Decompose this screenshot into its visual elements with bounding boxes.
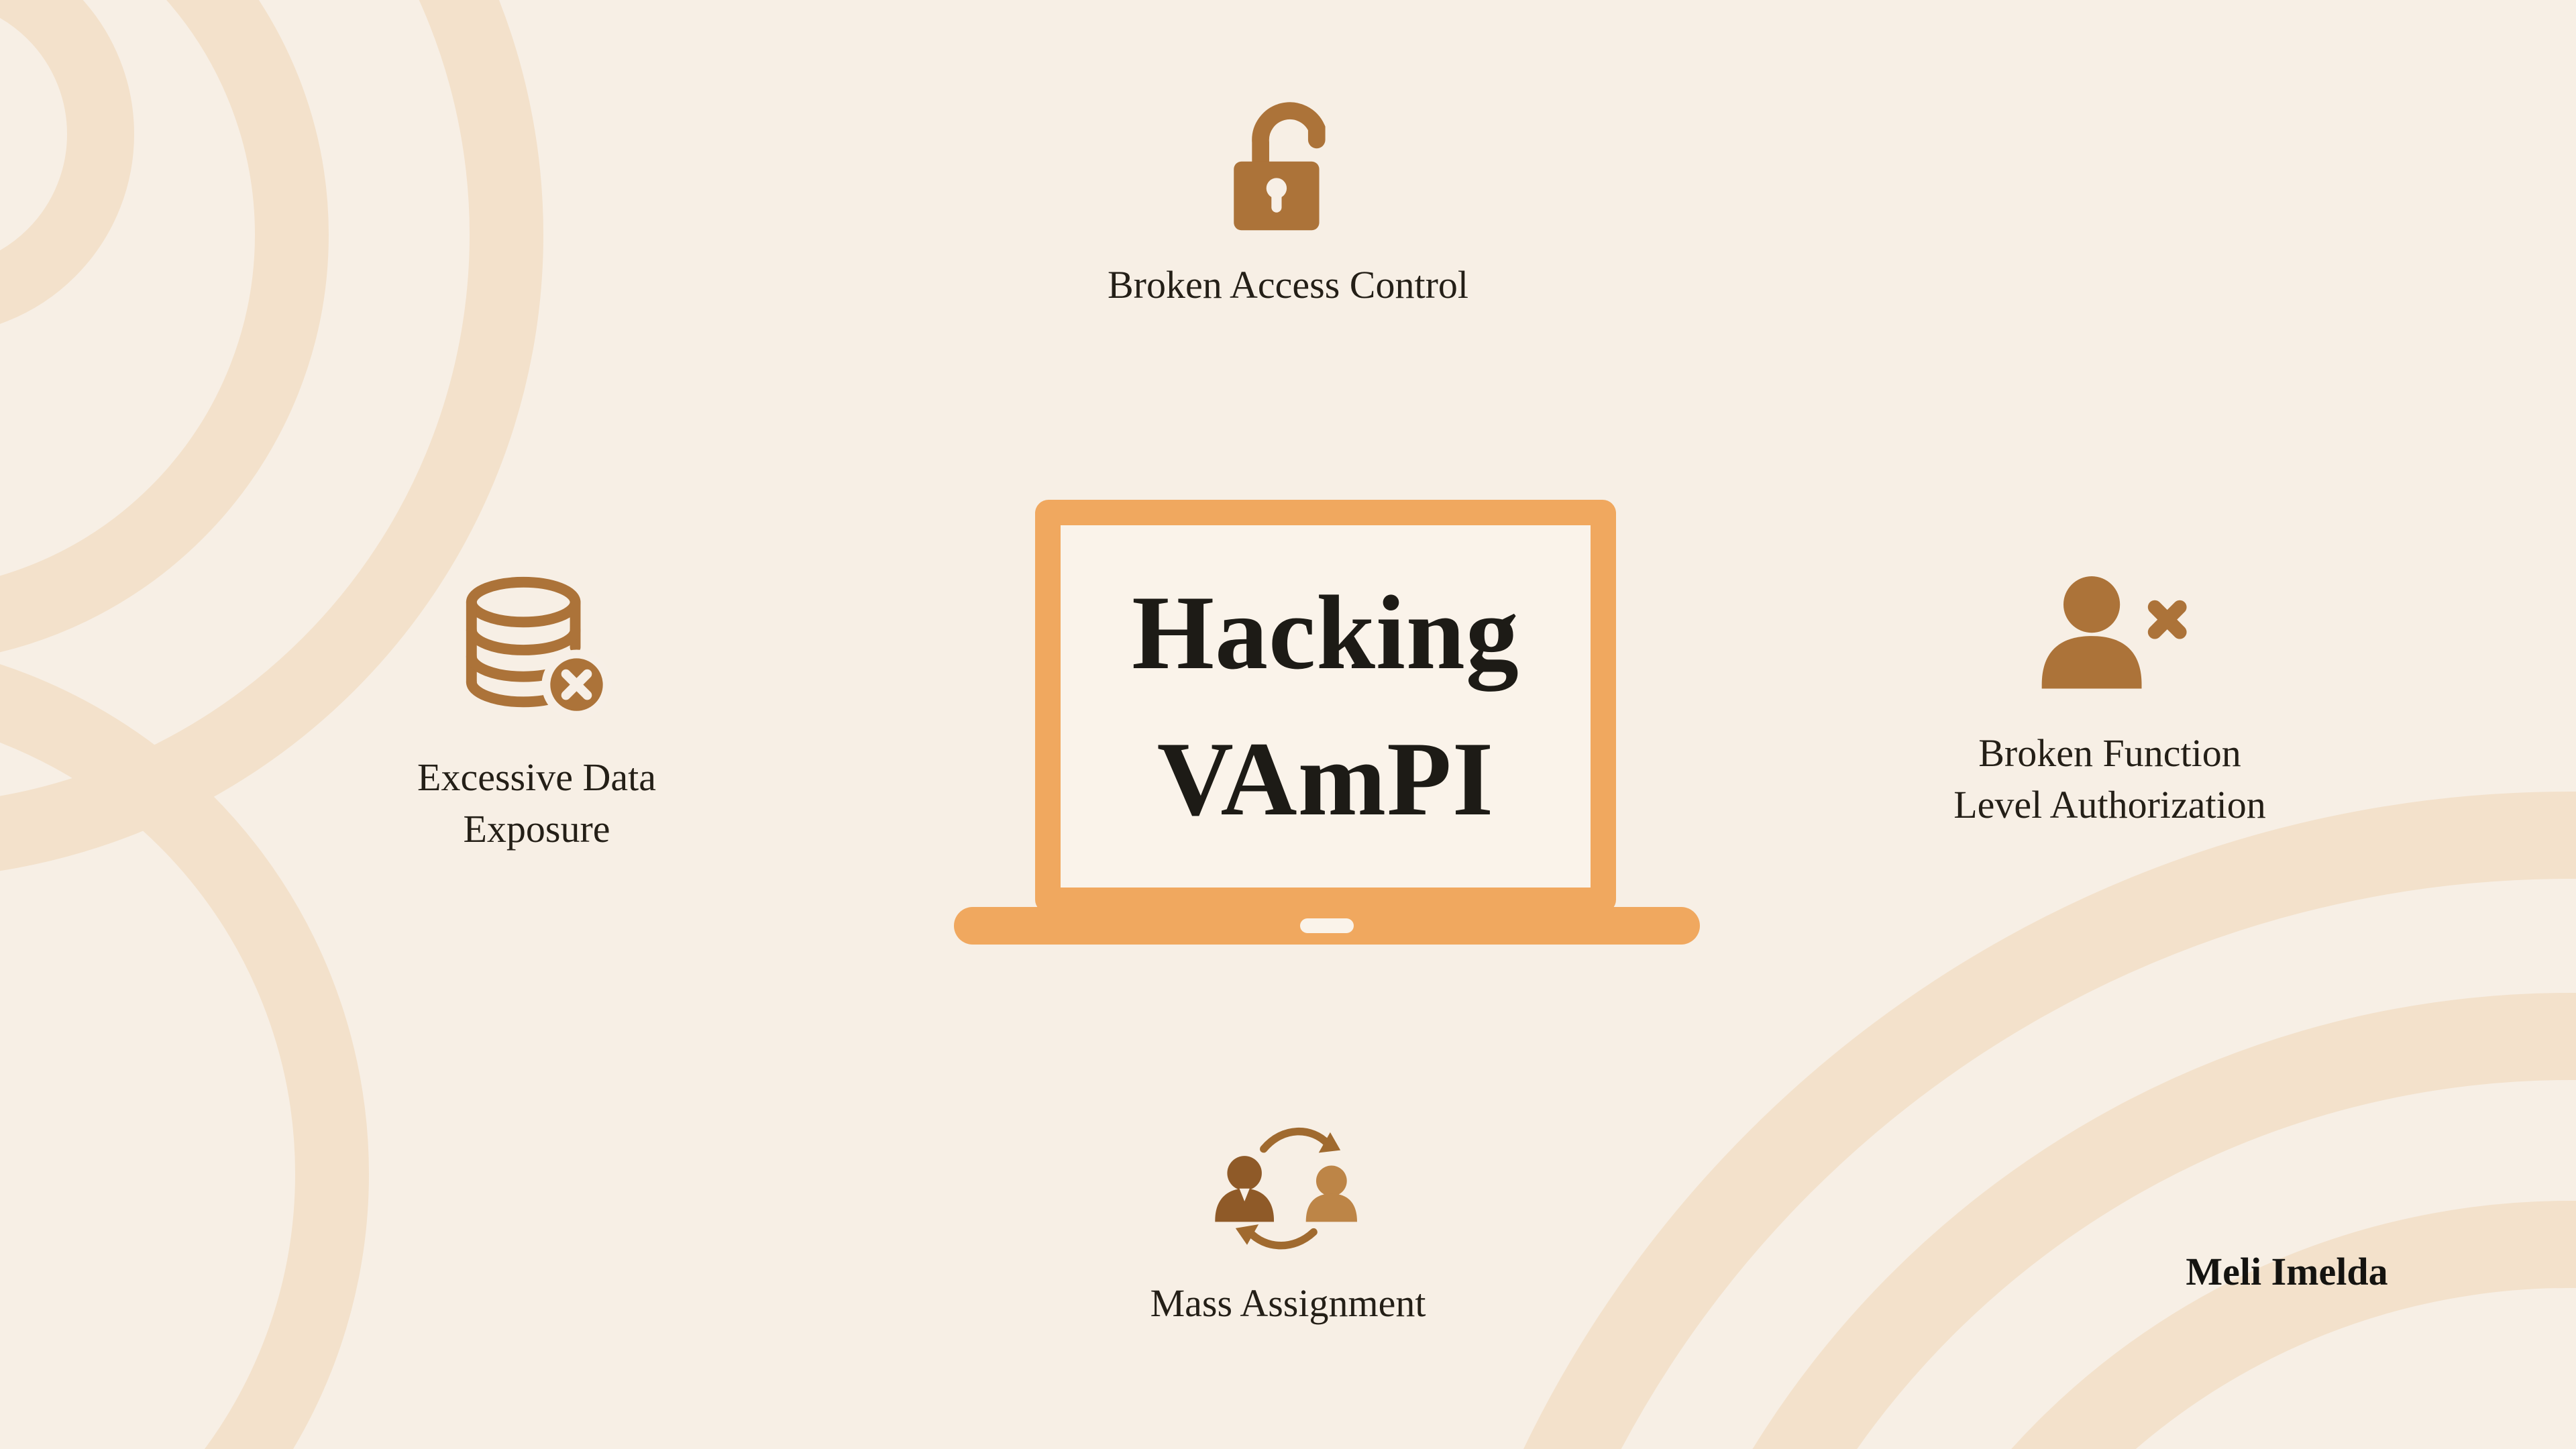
laptop-screen: Hacking VAmPI [1035,500,1616,913]
user-remove-icon [2031,570,2189,713]
item-excessive-data-exposure: Excessive Data Exposure [335,570,738,855]
slide-title-line2: VAmPI [1157,720,1495,838]
item-broken-access-control: Broken Access Control [1020,94,1556,311]
laptop-base [954,907,1700,945]
database-error-icon [457,570,616,733]
item-label: Broken Access Control [1107,263,1469,307]
laptop-trackpad-notch [1300,918,1354,933]
item-label: Mass Assignment [1150,1281,1426,1325]
item-mass-assignment: Mass Assignment [1087,1117,1489,1330]
slide-title: Hacking VAmPI [1132,560,1519,853]
item-label: Excessive Data Exposure [417,755,656,851]
users-sync-icon [1205,1117,1371,1258]
item-label: Broken Function Level Authorization [1953,731,2266,826]
item-broken-function-level-authorization: Broken Function Level Authorization [1905,570,2314,830]
author-credit: Meli Imelda [2186,1250,2388,1293]
slide-title-line1: Hacking [1132,574,1519,692]
unlocked-padlock-icon [1221,94,1355,250]
